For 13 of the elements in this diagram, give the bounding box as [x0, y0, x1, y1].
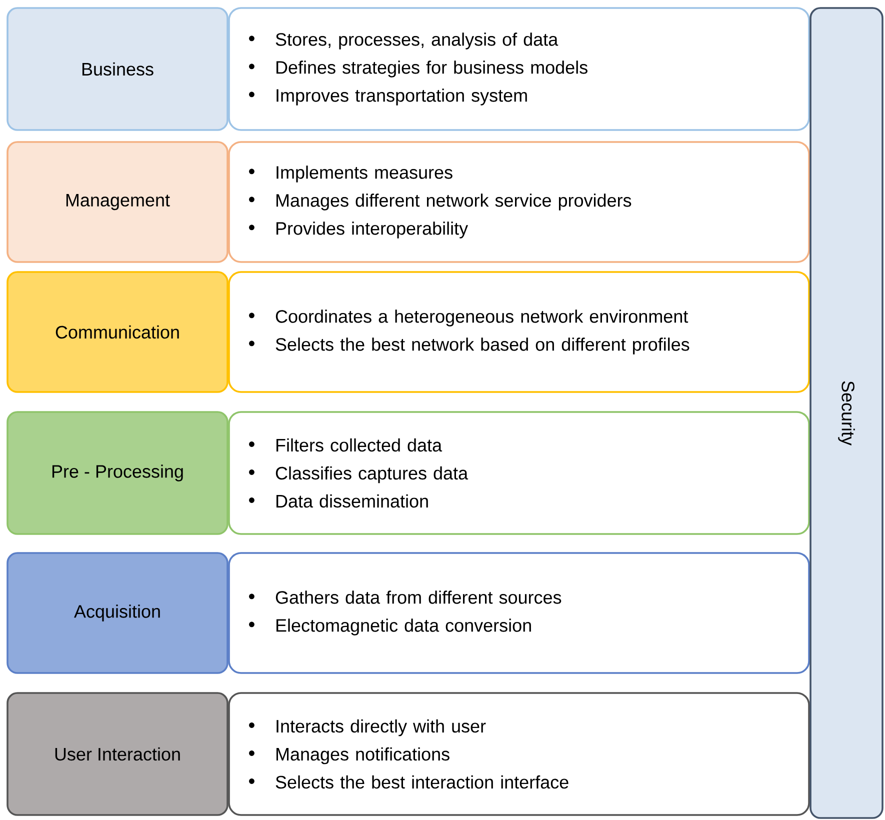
layer-box: Management	[6, 141, 228, 263]
layer-box: User Interaction	[6, 692, 228, 816]
description-box: Implements measures Manages different network service providers Provides interoperability	[228, 141, 810, 263]
description-box: Interacts directly with user Manages notifications Selects the best interaction interface	[228, 692, 810, 816]
description-box: Filters collected data Classifies captures data Data dissemination	[228, 411, 810, 535]
layer-box: Acquisition	[6, 552, 228, 674]
description-box: Gathers data from different sources Electomagnetic data conversion	[228, 552, 810, 674]
description-box: Stores, processes, analysis of data Defines strategies for business models Improves transportation system	[228, 7, 810, 131]
description-box: Coordinates a heterogeneous network environment Selects the best network based on different profiles	[228, 271, 810, 393]
layer-box: Communication	[6, 271, 228, 393]
layer-box: Business	[6, 7, 228, 131]
layer-box: Pre - Processing	[6, 411, 228, 535]
security-bar: Security	[810, 7, 884, 819]
